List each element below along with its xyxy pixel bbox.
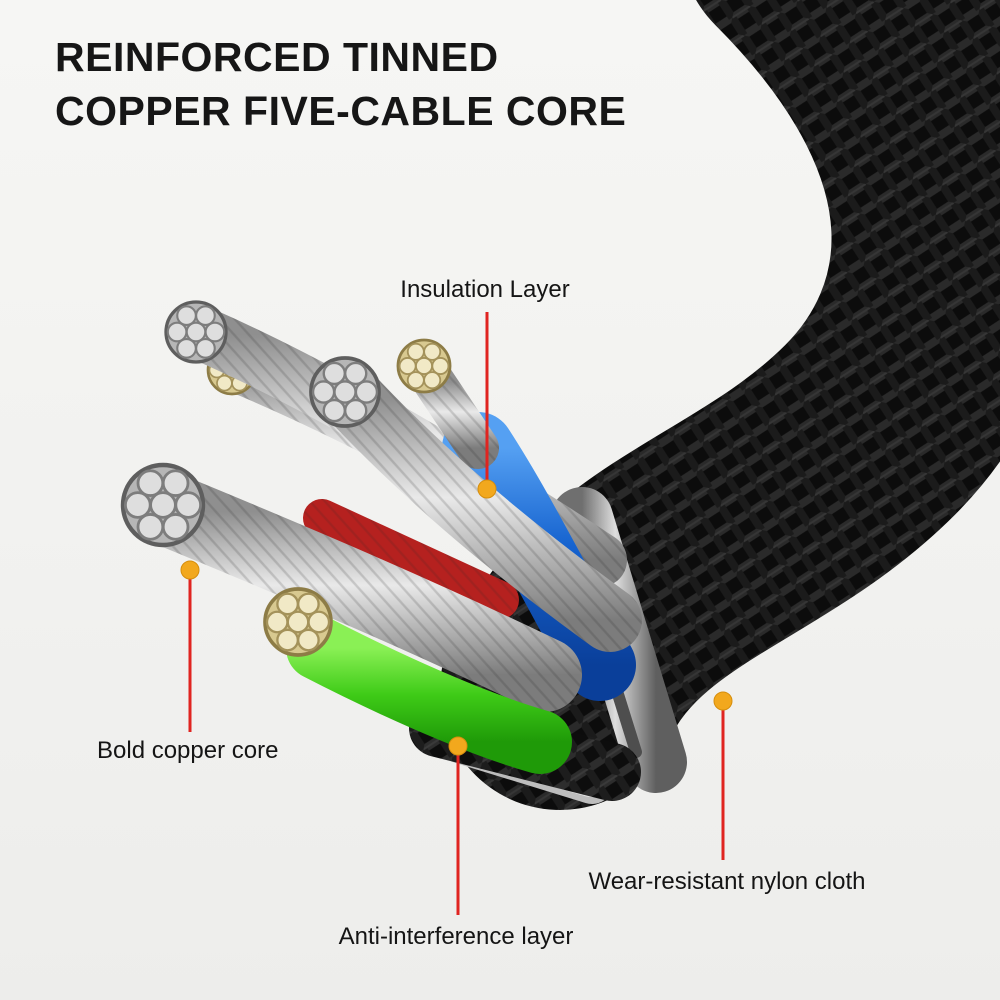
label-insulation-layer: Insulation Layer	[400, 276, 570, 303]
marker-dot-insulation	[477, 479, 497, 499]
marker-dot-anti-interference	[448, 736, 468, 756]
page-title: REINFORCED TINNED COPPER FIVE-CABLE CORE	[55, 30, 626, 138]
page-title-line1: REINFORCED TINNED	[55, 34, 499, 80]
page-title-line2: COPPER FIVE-CABLE CORE	[55, 88, 627, 135]
braided-cable	[440, 0, 1000, 810]
label-bold-copper-core: Bold copper core	[97, 737, 279, 764]
wire-green	[263, 587, 572, 774]
wire-red	[303, 499, 519, 619]
marker-dot-nylon	[713, 691, 733, 711]
marker-dots	[180, 479, 733, 756]
marker-dot-copper-core	[180, 560, 200, 580]
label-wear-resistant-nylon: Wear-resistant nylon cloth	[588, 868, 866, 895]
wire-bundle-copper-core	[123, 465, 582, 712]
leader-lines	[188, 312, 725, 915]
label-anti-interference-layer: Anti-interference layer	[338, 923, 574, 950]
wire-bundle-3	[309, 356, 642, 652]
